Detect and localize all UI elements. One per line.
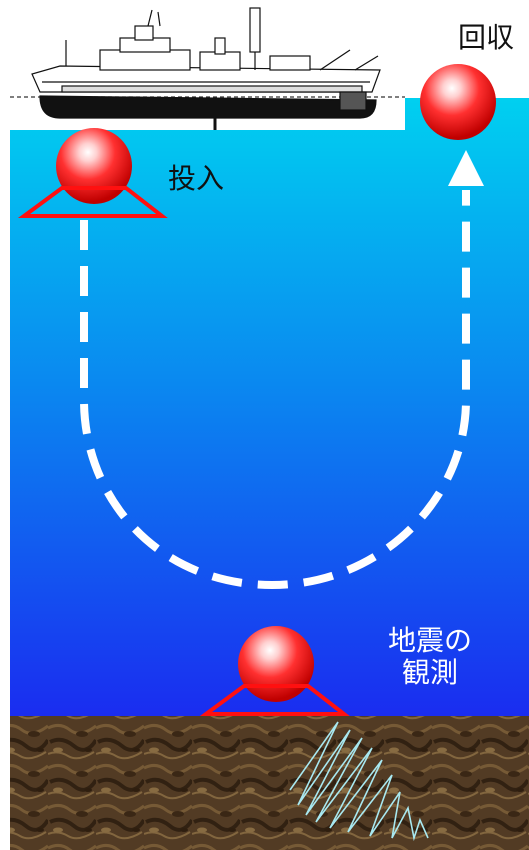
research-vessel-icon <box>10 7 405 130</box>
seismic-wave <box>289 721 429 842</box>
deploy-recover-path <box>80 190 470 590</box>
seafloor <box>10 716 529 850</box>
left-margin <box>0 98 10 850</box>
ocean-bottom-seismometer-icon <box>199 626 350 716</box>
recover-arrowhead <box>448 150 484 186</box>
deploy-label: 投入 <box>168 162 225 195</box>
ocean-bottom-seismometer-icon <box>17 128 168 218</box>
observe-label: 地震の 観測 <box>360 624 500 690</box>
observe-label-line2: 観測 <box>401 656 458 690</box>
seafloor-shade <box>10 716 529 850</box>
ocean-bottom-seismometer-icon <box>420 64 496 140</box>
recover-label: 回収 <box>458 21 515 54</box>
observe-label-line1: 地震の <box>387 624 472 657</box>
